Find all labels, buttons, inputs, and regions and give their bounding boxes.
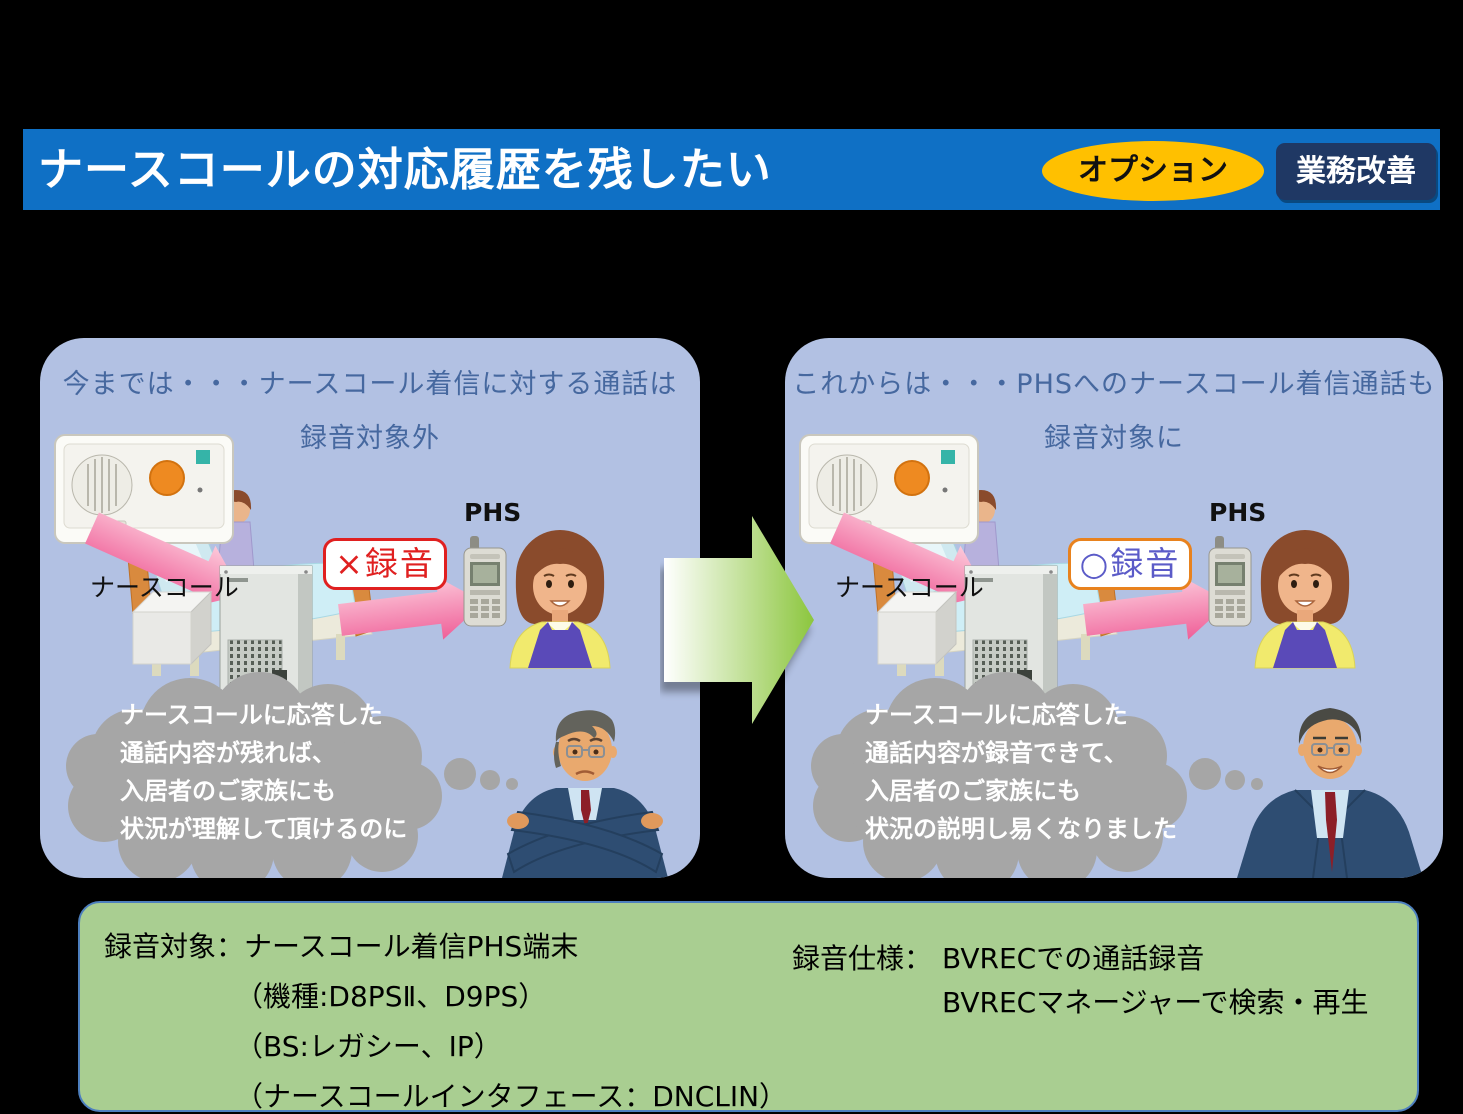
recording-target-value: ナースコール着信PHS端末 bbox=[244, 930, 579, 963]
before-thought-line1: ナースコールに応答した bbox=[120, 701, 383, 729]
after-title-line2: 録音対象に bbox=[1044, 423, 1184, 454]
before-thought-line3: 入居者のご家族にも bbox=[120, 777, 336, 805]
recording-target-detail-1: （機種:D8PSⅡ、D9PS） bbox=[235, 980, 547, 1013]
worried-manager-illustration bbox=[500, 708, 670, 878]
happy-manager-illustration bbox=[1235, 706, 1425, 878]
after-thought-line4: 状況の説明し易くなりました bbox=[865, 815, 1177, 843]
title-bar: ナースコールの対応履歴を残したい オプション 業務改善 bbox=[23, 129, 1440, 210]
after-thought-line1: ナースコールに応答した bbox=[865, 701, 1128, 729]
before-nursecall-label: ナースコール bbox=[90, 573, 239, 602]
phs-handset-illustration bbox=[463, 535, 507, 627]
after-phs-label: PHS bbox=[1209, 498, 1267, 527]
recording-spec-label: 録音仕様： bbox=[792, 942, 933, 975]
page-title: ナースコールの対応履歴を残したい bbox=[38, 143, 772, 196]
recording-spec-value: BVRECでの通話録音 bbox=[942, 942, 1205, 975]
after-recording-badge: ○録音 bbox=[1068, 538, 1192, 590]
improvement-badge: 業務改善 bbox=[1276, 143, 1436, 200]
after-title-line1: これからは・・・PHSへのナースコール着信通話も bbox=[792, 369, 1436, 400]
recording-target-label: 録音対象： bbox=[104, 930, 245, 963]
after-thought-line2: 通話内容が録音できて、 bbox=[865, 739, 1128, 767]
recording-spec-detail-1: BVRECマネージャーで検索・再生 bbox=[942, 986, 1369, 1019]
recording-target-line: 録音対象：ナースコール着信PHS端末 bbox=[104, 925, 578, 965]
recording-target-detail-2: （BS:レガシー、IP） bbox=[235, 1030, 502, 1063]
after-thought-line3: 入居者のご家族にも bbox=[865, 777, 1081, 805]
before-thought-line4: 状況が理解して頂けるのに bbox=[120, 815, 408, 843]
nurse-illustration bbox=[1254, 529, 1356, 669]
option-badge: オプション bbox=[1042, 141, 1264, 201]
before-thought-text: ナースコールに応答した 通話内容が残れば、 入居者のご家族にも 状況が理解して頂… bbox=[120, 696, 407, 848]
phs-handset-illustration bbox=[1208, 535, 1252, 627]
recording-target-detail-3: （ナースコールインタフェース：DNCLIN） bbox=[235, 1080, 788, 1113]
transition-arrow-icon bbox=[660, 516, 814, 734]
before-phs-label: PHS bbox=[464, 498, 522, 527]
before-thought-line2: 通話内容が残れば、 bbox=[120, 739, 336, 767]
after-thought-text: ナースコールに応答した 通話内容が録音できて、 入居者のご家族にも 状況の説明し… bbox=[865, 696, 1177, 848]
after-panel: これからは・・・PHSへのナースコール着信通話も 録音対象に ナースコール PH… bbox=[785, 338, 1443, 878]
before-title-line2: 録音対象外 bbox=[300, 423, 440, 454]
before-no-recording-badge: ×録音 bbox=[323, 538, 447, 590]
nurse-illustration bbox=[509, 529, 611, 669]
before-panel: 今までは・・・ナースコール着信に対する通話は 録音対象外 ナースコール PHS … bbox=[40, 338, 700, 878]
before-title-line1: 今までは・・・ナースコール着信に対する通話は bbox=[62, 369, 678, 400]
footer-spec-panel: 録音対象：ナースコール着信PHS端末 （機種:D8PSⅡ、D9PS） （BS:レ… bbox=[78, 901, 1419, 1113]
after-nursecall-label: ナースコール bbox=[835, 573, 984, 602]
